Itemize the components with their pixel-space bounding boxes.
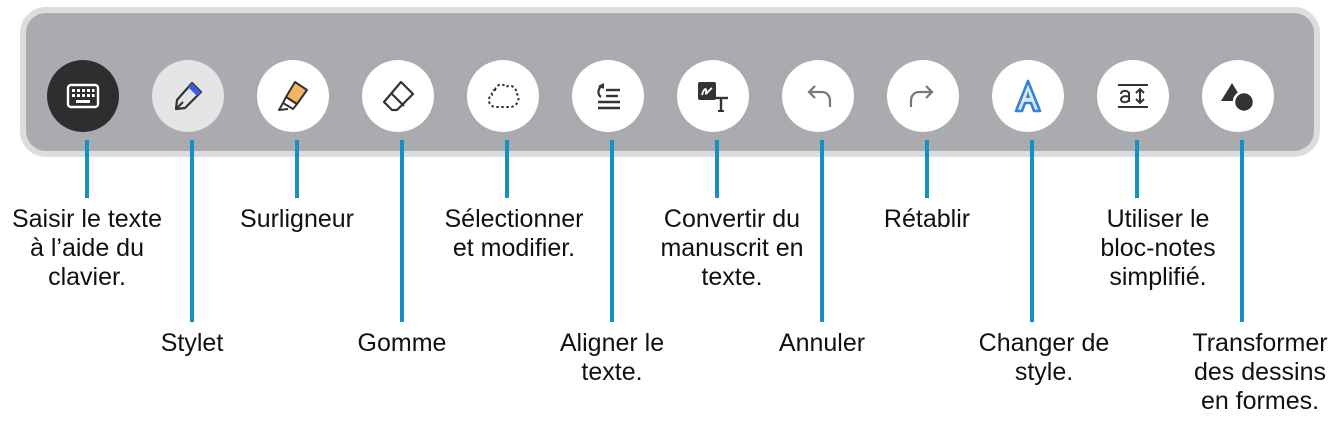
change-style-button[interactable] <box>992 60 1064 132</box>
leader-line-undo <box>820 140 824 322</box>
highlighter-button[interactable] <box>257 60 329 132</box>
convert-handwriting-button[interactable] <box>677 60 749 132</box>
selection-button[interactable] <box>467 60 539 132</box>
pen-button[interactable] <box>152 60 224 132</box>
keyboard-icon <box>66 83 100 109</box>
leader-line-highlighter <box>295 140 299 198</box>
leader-line-eraser <box>400 140 404 322</box>
keyboard-button[interactable] <box>47 60 119 132</box>
label-eraser: Gomme <box>357 329 447 357</box>
label-align: Aligner le texte. <box>559 329 665 386</box>
eraser-button[interactable] <box>362 60 434 132</box>
shapes-button[interactable] <box>1202 60 1274 132</box>
label-style: Changer de style. <box>978 329 1110 386</box>
shapes-icon <box>1221 83 1256 114</box>
label-pen: Stylet <box>160 329 224 357</box>
leader-line-simple-notepad <box>1135 140 1139 198</box>
leader-line-selection <box>505 140 509 198</box>
lasso-icon <box>487 83 520 108</box>
leader-line-style <box>1030 140 1034 322</box>
leader-line-pen <box>190 140 194 322</box>
simple-notepad-button[interactable] <box>1097 60 1169 132</box>
pen-icon <box>174 81 203 111</box>
label-highlighter: Surligneur <box>240 205 354 233</box>
label-redo: Rétablir <box>883 205 971 233</box>
undo-button[interactable] <box>782 60 854 132</box>
label-convert: Convertir du manuscrit en texte. <box>660 205 804 291</box>
align-text-icon <box>597 83 620 110</box>
leader-line-convert <box>715 140 719 198</box>
leader-line-keyboard <box>85 140 89 198</box>
style-icon <box>1014 79 1042 113</box>
eraser-icon <box>382 80 415 112</box>
redo-button[interactable] <box>887 60 959 132</box>
handwriting-to-text-icon <box>698 82 728 112</box>
pen-toolbar <box>20 7 1320 157</box>
align-text-button[interactable] <box>572 60 644 132</box>
label-undo: Annuler <box>778 329 866 357</box>
leader-line-shapes <box>1240 140 1244 322</box>
text-size-icon <box>1118 84 1148 108</box>
highlighter-icon <box>278 81 308 111</box>
redo-icon <box>909 85 934 107</box>
label-shapes: Transformer des dessins en formes. <box>1192 329 1328 415</box>
label-keyboard: Saisir le texte à l’aide du clavier. <box>11 205 163 291</box>
undo-icon <box>807 85 832 107</box>
label-simple-notepad: Utiliser le bloc-notes simplifié. <box>1100 205 1216 291</box>
label-selection: Sélectionner et modifier. <box>444 205 584 262</box>
leader-line-align <box>610 140 614 322</box>
leader-line-redo <box>925 140 929 198</box>
